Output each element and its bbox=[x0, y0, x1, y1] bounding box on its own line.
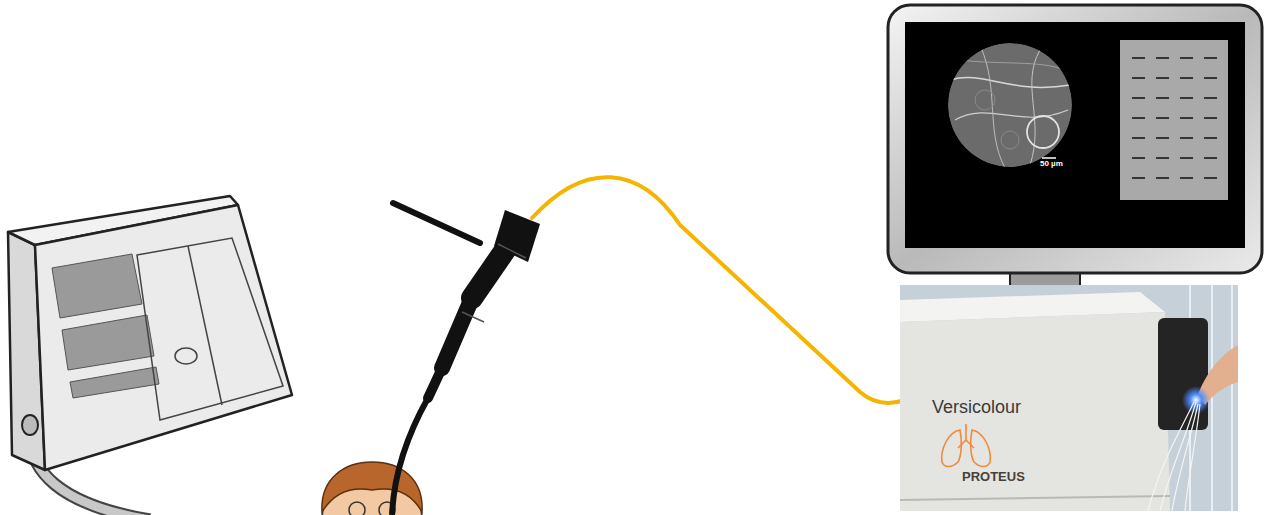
scale-label: 50 µm bbox=[1040, 160, 1063, 169]
unit-panel-outline bbox=[137, 238, 283, 420]
scope-ring bbox=[462, 312, 484, 322]
rack-bar bbox=[1231, 285, 1233, 511]
unit-panel bbox=[62, 315, 154, 370]
hair bbox=[322, 462, 422, 512]
patient-head bbox=[322, 462, 422, 515]
scale-bar bbox=[1042, 157, 1056, 159]
instrument-front bbox=[900, 312, 1170, 511]
unit-panel bbox=[52, 254, 142, 318]
trachea bbox=[958, 424, 974, 448]
cell bbox=[975, 90, 995, 110]
unit-knob bbox=[175, 348, 197, 364]
scope-body bbox=[442, 298, 472, 368]
lung-logo bbox=[942, 424, 991, 467]
data-panel bbox=[1120, 40, 1228, 200]
cell bbox=[1001, 131, 1019, 149]
fibre-strand bbox=[960, 60, 1065, 70]
scope-lever bbox=[393, 203, 480, 243]
unit-panel bbox=[70, 367, 159, 398]
processor-unit bbox=[8, 196, 292, 515]
photo-background bbox=[900, 285, 1238, 511]
scope-ring bbox=[498, 244, 526, 258]
instrument-name: Versicolour bbox=[932, 398, 1021, 418]
unit-divider bbox=[188, 246, 222, 405]
fibres bbox=[1148, 402, 1200, 511]
data-rows bbox=[1132, 58, 1217, 178]
blue-light bbox=[1182, 386, 1210, 414]
fibre bbox=[1160, 402, 1196, 511]
instrument-photo bbox=[900, 285, 1238, 511]
monitor-frame bbox=[888, 5, 1262, 273]
monitor-screen bbox=[905, 22, 1245, 248]
insertion-tube bbox=[392, 398, 428, 515]
fibre-strand bbox=[950, 78, 1070, 88]
instrument-edge bbox=[900, 496, 1170, 500]
monitor bbox=[888, 5, 1262, 288]
alveolus-ring bbox=[1027, 116, 1059, 148]
image-disc bbox=[948, 43, 1072, 167]
bronchoscope bbox=[392, 203, 540, 515]
glasses bbox=[349, 502, 365, 515]
microscopy-image bbox=[948, 43, 1072, 168]
logo-text: PROTEUS bbox=[962, 470, 1025, 484]
fibre-cable bbox=[532, 177, 905, 403]
rack-bar bbox=[1211, 285, 1213, 511]
fibre bbox=[1148, 402, 1194, 511]
fibre bbox=[1185, 404, 1200, 511]
unit-front bbox=[35, 205, 292, 470]
unit-port bbox=[22, 415, 38, 435]
data-dashes bbox=[1132, 58, 1217, 178]
